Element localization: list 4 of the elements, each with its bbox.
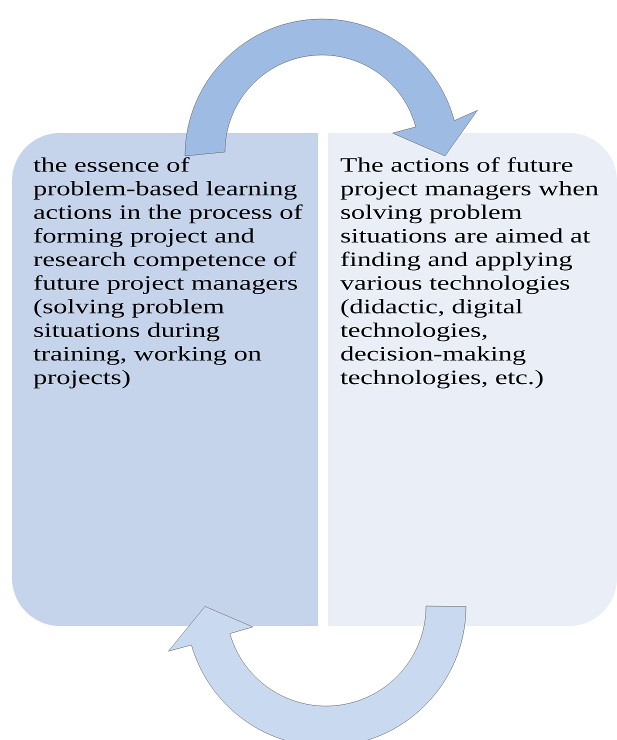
curved-arrow <box>184 18 478 156</box>
text-box: the essence of problem-based learning actions in the process of forming project and research competence of future project managers (solving problem situations during training, working on projects) <box>12 133 318 626</box>
text-box: The actions of future project managers when solving problem situations are aimed at finding and applying various technologies (didactic, digital technologies, decision-making technologies, etc.) <box>328 133 617 626</box>
curved-arrow <box>168 606 466 740</box>
